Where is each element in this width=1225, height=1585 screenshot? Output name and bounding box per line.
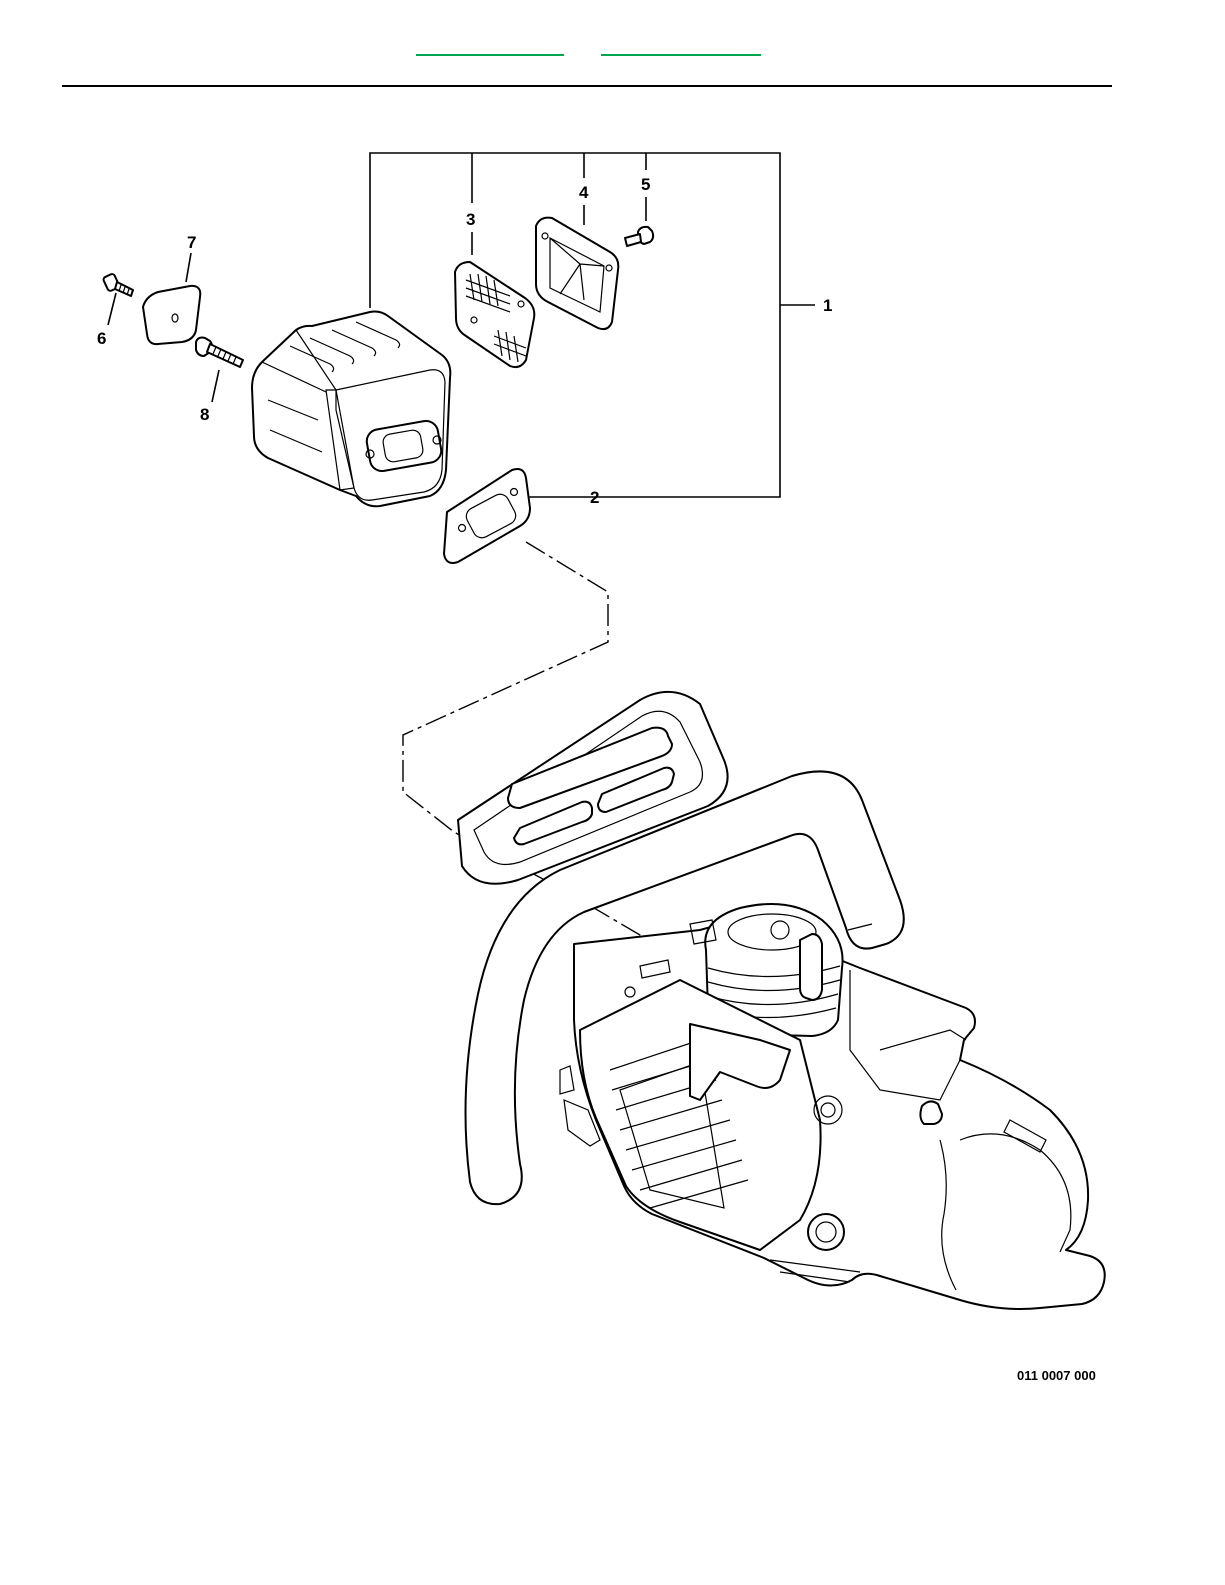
callout-2: 2: [590, 488, 599, 507]
plate-7-icon: [143, 286, 200, 344]
callout-8: 8: [200, 405, 209, 424]
chainsaw-body-icon: [458, 692, 1105, 1309]
callout-6: 6: [97, 329, 106, 348]
spark-arrester-screen-3-icon: [455, 262, 534, 367]
callout-7: 7: [187, 233, 196, 252]
muffler-icon: [252, 312, 450, 507]
screw-6-icon: [103, 273, 133, 296]
screw-5-icon: [625, 227, 653, 246]
callout-3: 3: [466, 210, 475, 229]
callout-1: 1: [823, 296, 832, 315]
screw-8-icon: [196, 338, 243, 368]
gasket-2-icon: [444, 469, 530, 563]
callout-5: 5: [641, 175, 650, 194]
figure-code: 011 0007 000: [1017, 1368, 1096, 1383]
cover-plate-4-icon: [536, 218, 618, 329]
callout-4: 4: [579, 183, 589, 202]
